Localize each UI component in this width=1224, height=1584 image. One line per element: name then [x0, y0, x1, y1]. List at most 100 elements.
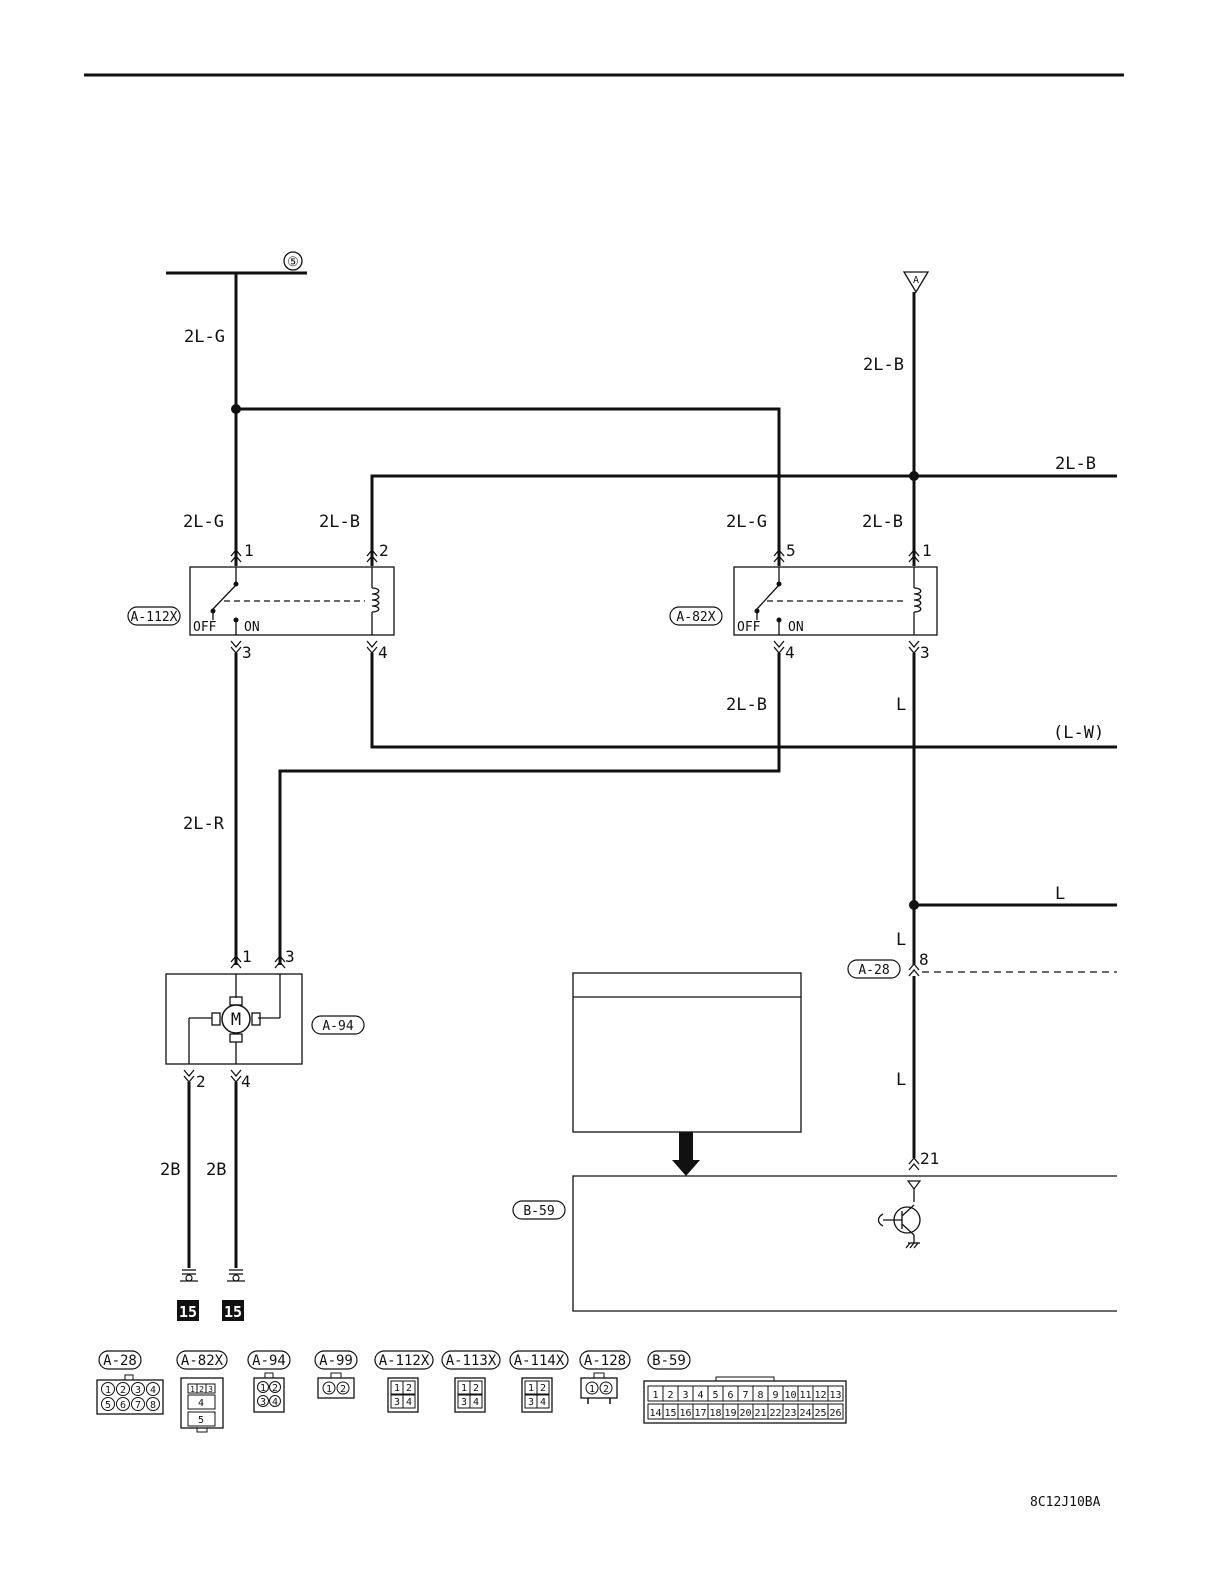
wire-label-lw: (L-W) [1053, 723, 1104, 743]
relay2-on-label: ON [788, 620, 804, 635]
legend-label: A-128 [584, 1353, 626, 1369]
legend-pin: 3 [528, 1397, 534, 1408]
ecu-note-box [572, 972, 802, 1133]
reference-code: 8C12J10BA [1030, 1495, 1101, 1510]
legend-pin: 3 [394, 1397, 400, 1408]
legend-pin: 13 [829, 1390, 841, 1401]
svg-text:A-112X: A-112X [131, 610, 178, 625]
motor-pin-4: 4 [241, 1072, 251, 1091]
terminal-a: A [902, 271, 930, 294]
legend-pin: 18 [709, 1408, 721, 1419]
relay-a112x: 1 2 3 4 OFF ON [189, 541, 395, 662]
legend-pin: 6 [727, 1390, 733, 1401]
relay2-off-label: OFF [737, 620, 761, 635]
legend-pin: 8 [150, 1400, 156, 1411]
terminal-a-label: A [913, 275, 919, 286]
legend-pin: 1 [105, 1385, 111, 1396]
legend-pin: 25 [814, 1408, 826, 1419]
wire-label-relay2-pin4: 2L-B [726, 695, 767, 715]
legend-pin: 16 [679, 1408, 691, 1419]
terminal-5-label: ⑤ [287, 255, 299, 270]
wire-label-gnd-right: 2B [206, 1160, 226, 1180]
wire-label-gnd-left: 2B [160, 1160, 180, 1180]
ground-symbol-left [180, 1269, 198, 1282]
wire-label-relay1-pin1: 2L-G [183, 512, 224, 532]
legend-pin: 2 [340, 1384, 346, 1395]
legend-a-82x: A-82X [176, 1350, 228, 1370]
legend-pin: 14 [649, 1408, 661, 1419]
legend-pin: 7 [135, 1400, 141, 1411]
wire-label-relay2-pin1: 2L-B [862, 512, 903, 532]
legend-label: A-94 [252, 1353, 286, 1369]
legend-pin: 8 [757, 1390, 763, 1401]
legend-pin: 2 [406, 1383, 412, 1394]
legend-pin: 24 [799, 1408, 811, 1419]
relay1-id-tag: A-112X [127, 606, 181, 626]
relay1-on-label: ON [244, 620, 260, 635]
legend-pin: 3 [461, 1397, 467, 1408]
legend-pin: 4 [150, 1385, 156, 1396]
relay1-pin-3: 3 [242, 643, 252, 662]
relay1-pin-4: 4 [378, 643, 388, 662]
svg-text:A-94: A-94 [322, 1019, 353, 1034]
motor-a94: 1 3 M 2 4 [165, 947, 303, 1091]
legend-label: A-99 [319, 1353, 353, 1369]
motor-pin-3: 3 [285, 947, 295, 966]
legend-pin: 4 [540, 1397, 546, 1408]
legend-pin: 11 [799, 1390, 811, 1401]
motor-pin-1: 1 [242, 947, 252, 966]
legend-a-99: A-99 [314, 1350, 358, 1370]
ecu-pin-21: 21 [920, 1149, 939, 1168]
motor-id-tag: A-94 [311, 1015, 365, 1035]
legend-pin: 2 [272, 1383, 278, 1394]
legend-pin: 1 [190, 1385, 195, 1394]
legend-pin: 17 [694, 1408, 706, 1419]
legend-pin: 22 [769, 1408, 781, 1419]
a28-id-tag: A-28 [858, 963, 889, 978]
legend-a-114x: A-114X [509, 1350, 569, 1370]
legend-pin: 5 [712, 1390, 718, 1401]
legend-pin: 5 [105, 1400, 111, 1411]
legend-pin: 3 [260, 1397, 266, 1408]
wire-relay2-pin4-motor [278, 653, 781, 965]
legend-pin: 4 [272, 1397, 278, 1408]
legend-pin: 2 [199, 1385, 204, 1394]
legend-label: A-112X [379, 1353, 430, 1369]
legend-pin: 3 [208, 1385, 213, 1394]
legend-label: A-113X [446, 1353, 497, 1369]
legend-pin: 5 [198, 1415, 204, 1426]
svg-text:15: 15 [179, 1303, 197, 1321]
relay2-pin-3: 3 [920, 643, 930, 662]
wire-label-l-lower: L [896, 1070, 906, 1090]
ground-point-right: 15 [222, 1300, 244, 1321]
legend-pin: 23 [784, 1408, 796, 1419]
transistor-icon [877, 1204, 921, 1249]
wire-label-right-top: 2L-B [863, 355, 904, 375]
legend-label: A-82X [181, 1353, 224, 1369]
legend-pin: 10 [784, 1390, 796, 1401]
legend-pin: 3 [682, 1390, 688, 1401]
legend-pin: 2 [540, 1383, 546, 1394]
wire-label-right-branch: 2L-B [1055, 454, 1096, 474]
relay2-pin-4: 4 [785, 643, 795, 662]
wire-label-left-top: 2L-G [184, 327, 225, 347]
legend-pin: 1 [652, 1390, 658, 1401]
legend-pin: 20 [739, 1408, 751, 1419]
svg-text:A-82X: A-82X [676, 610, 715, 625]
legend-a-112x: A-112X [374, 1350, 434, 1370]
wire-label-l-upper: L [896, 930, 906, 950]
relay1-off-label: OFF [193, 620, 217, 635]
legend-a-113x: A-113X [441, 1350, 501, 1370]
wire-label-l-branch: L [1055, 884, 1065, 904]
ground-symbol-right [227, 1269, 245, 1282]
legend-pin: 2 [603, 1384, 609, 1395]
legend-a-94: A-94 [247, 1350, 291, 1370]
